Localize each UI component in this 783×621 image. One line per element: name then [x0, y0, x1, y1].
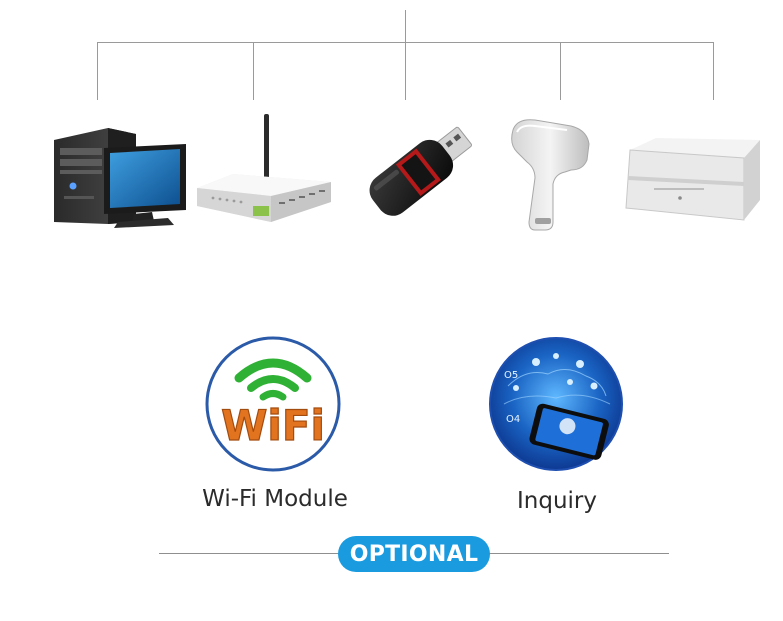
desktop-computer-icon — [54, 128, 186, 228]
optional-divider-right — [486, 553, 669, 554]
connector-drop-drawer — [713, 42, 714, 100]
cash-drawer-icon — [625, 138, 760, 221]
wifi-module-label: Wi-Fi Module — [202, 486, 348, 512]
screen-label-o5: O5 — [504, 370, 518, 381]
connector-drop-scanner — [560, 42, 561, 100]
wifi-logo-text: WiFi — [221, 401, 325, 450]
optional-badge: OPTIONAL — [338, 536, 490, 572]
connector-drop-router — [253, 42, 254, 100]
wifi-module-icon: WiFi — [205, 336, 341, 472]
wifi-module: WiFi Wi-Fi Module — [200, 334, 350, 519]
inquiry-globe-phone-icon: O5 O4 — [489, 337, 623, 471]
connector-drop-usb — [405, 42, 406, 100]
connector-drop-computer — [97, 42, 98, 100]
usb-flash-drive-icon — [369, 126, 472, 216]
inquiry-module: O5 O4 Inquiry — [482, 334, 632, 519]
inquiry-label: Inquiry — [517, 488, 597, 514]
optional-divider-left — [159, 553, 343, 554]
connector-trunk — [405, 10, 406, 42]
screen-label-o4: O4 — [506, 414, 520, 425]
wifi-router-icon — [197, 114, 331, 222]
barcode-scanner-icon — [511, 119, 590, 231]
